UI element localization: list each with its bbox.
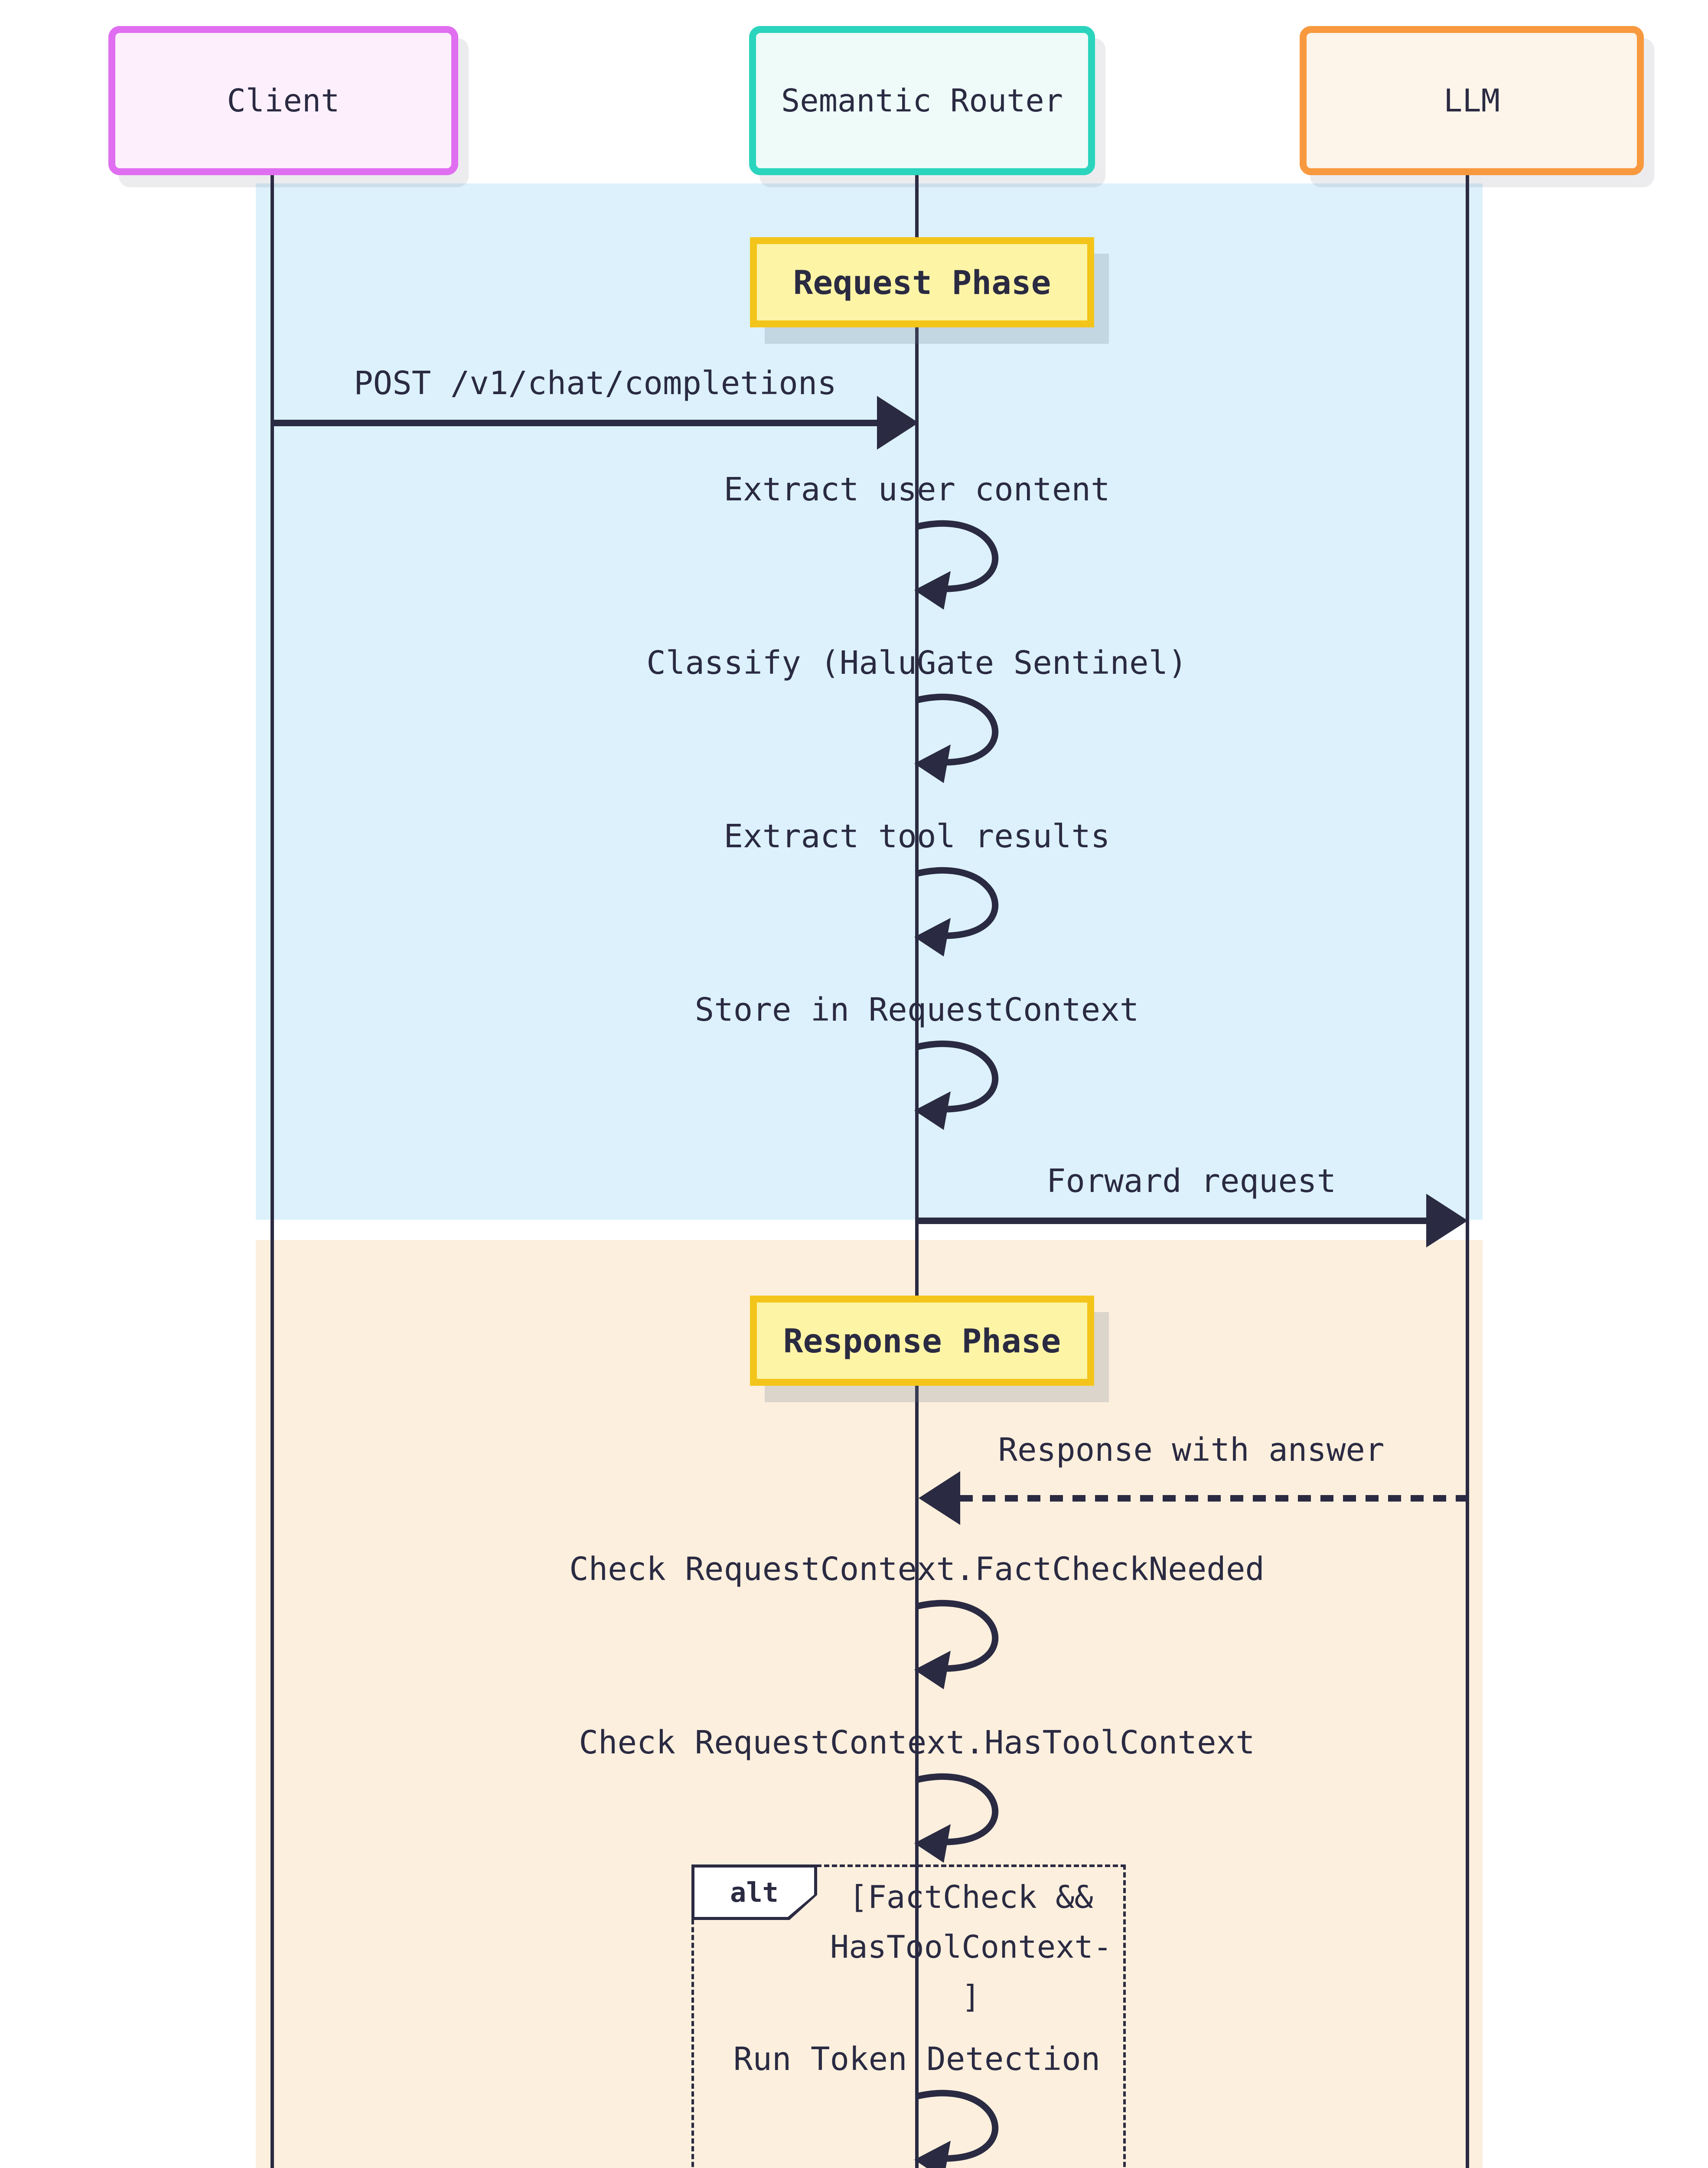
alt-condition-if-line2: HasToolContext- (830, 1929, 1112, 1965)
request-phase-label: Request Phase (793, 263, 1051, 302)
arrow-response-answer-line (960, 1495, 1467, 1502)
arrow-forward-head (1426, 1194, 1468, 1247)
alt-label-box: alt (691, 1864, 817, 1920)
participant-router-label: Semantic Router (781, 82, 1063, 119)
self-loop-classify (913, 691, 1048, 784)
message-forward: Forward request (1046, 1162, 1336, 1200)
arrow-forward-line (917, 1218, 1426, 1224)
self-loop-run-token (913, 2087, 1048, 2168)
participant-client-label: Client (227, 82, 340, 119)
alt-keyword: alt (730, 1876, 779, 1908)
arrow-response-answer-head (919, 1471, 960, 1525)
participant-llm-top: LLM (1300, 26, 1644, 175)
self-loop-check-factcheck (913, 1597, 1048, 1690)
llm-lifeline (1466, 161, 1469, 2168)
request-phase-note: Request Phase (750, 237, 1094, 327)
router-lifeline (915, 161, 919, 2168)
self-loop-check-toolctx (913, 1770, 1048, 1864)
participant-client-top: Client (108, 26, 458, 175)
response-phase-band (256, 1240, 1483, 2168)
message-post: POST /v1/chat/completions (354, 365, 837, 402)
arrow-post-line (272, 420, 877, 426)
self-loop-extract-user (913, 517, 1048, 611)
arrow-post-head (877, 396, 919, 450)
client-lifeline (271, 161, 274, 2168)
message-response-answer: Response with answer (998, 1431, 1385, 1469)
alt-condition-if: [FactCheck && HasToolContext- ] (819, 1872, 1123, 2022)
request-phase-band (256, 183, 1483, 1220)
alt-frame (691, 1864, 1126, 2168)
participant-router-top: Semantic Router (749, 26, 1095, 175)
alt-condition-if-line3: ] (962, 1979, 981, 2015)
alt-condition-if-line1: [FactCheck && (849, 1879, 1093, 1915)
self-loop-extract-tool (913, 864, 1048, 957)
self-loop-store-ctx (913, 1038, 1048, 1131)
participant-llm-label: LLM (1443, 82, 1500, 119)
response-phase-note: Response Phase (750, 1296, 1094, 1386)
response-phase-label: Response Phase (783, 1321, 1061, 1360)
